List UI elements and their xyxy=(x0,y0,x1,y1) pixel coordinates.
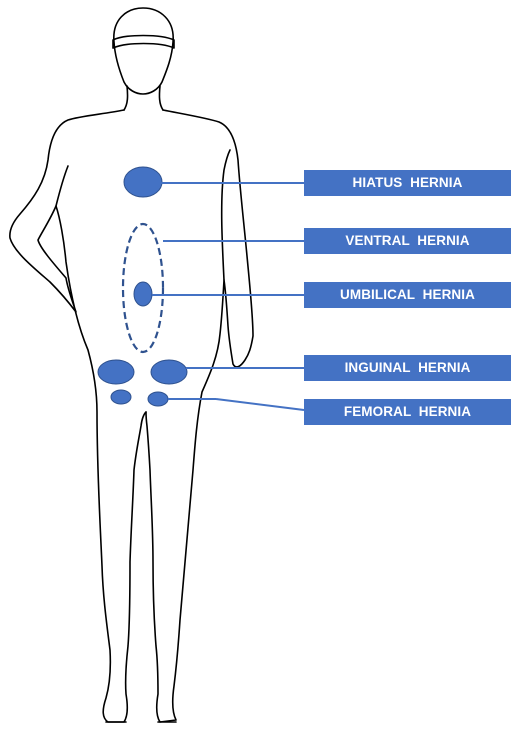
femoral-leader-diag xyxy=(216,399,304,410)
neck-left xyxy=(124,86,128,110)
inguinal-marker-right xyxy=(151,360,187,384)
right-inner-arm xyxy=(222,150,230,280)
neck-right xyxy=(159,86,163,110)
ventral-hernia-label: VENTRAL HERNIA xyxy=(304,228,511,254)
femoral-marker-left xyxy=(111,390,131,404)
cap-band xyxy=(113,36,174,49)
body-right-side xyxy=(146,110,253,722)
femoral-hernia-label: FEMORAL HERNIA xyxy=(304,399,511,425)
inguinal-hernia-label: INGUINAL HERNIA xyxy=(304,355,511,381)
hernia-markers xyxy=(98,167,187,406)
hiatus-marker xyxy=(124,167,162,197)
body-outline xyxy=(10,8,253,722)
femoral-marker-right xyxy=(148,392,168,406)
hiatus-hernia-label: HIATUS HERNIA xyxy=(304,170,511,196)
umbilical-marker xyxy=(134,282,152,306)
umbilical-hernia-label: UMBILICAL HERNIA xyxy=(304,282,511,308)
head-outline xyxy=(114,8,173,94)
inguinal-marker-left xyxy=(98,360,134,384)
body-left-side xyxy=(10,110,146,722)
left-inner-arm xyxy=(56,166,68,206)
